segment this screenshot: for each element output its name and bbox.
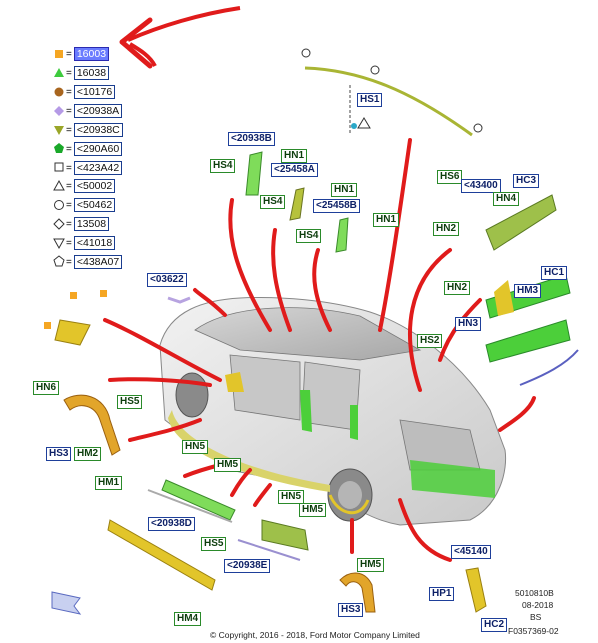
part-label-hn3: HN3 [455, 317, 482, 331]
part-label-hc2: HC2 [481, 618, 508, 632]
pentagon-outline-icon [53, 255, 65, 267]
legend-code: <423A42 [73, 161, 123, 175]
part-label-hc1: HC1 [541, 266, 568, 280]
part-label-hs3: HS3 [46, 447, 72, 461]
part-label-hn1: HN1 [331, 183, 358, 197]
legend-code: <50002 [73, 179, 116, 193]
part-label-20938d: <20938D [148, 517, 195, 531]
part-label-hs4: HS4 [260, 195, 286, 209]
diamond-outline-icon [53, 218, 65, 230]
part-label-hc3: HC3 [513, 174, 540, 188]
front-left-parts [44, 290, 309, 591]
legend-item: =<50002 [52, 179, 116, 193]
diagram-date: 08-2018 [522, 600, 554, 610]
part-label-hm4: HM4 [174, 612, 202, 626]
triangle-outline-icon [53, 179, 65, 191]
part-label-hs6: HS6 [437, 170, 463, 184]
part-label-hm3: HM3 [514, 284, 542, 298]
legend-item: =16003 [52, 47, 110, 61]
part-label-hn5: HN5 [182, 440, 209, 454]
legend-item: =13508 [52, 217, 110, 231]
legend-code: 16003 [73, 47, 110, 61]
part-label-hn4: HN4 [493, 192, 520, 206]
part-label-hm5: HM5 [214, 458, 242, 472]
part-label-hp1: HP1 [429, 587, 455, 601]
part-label-hn6: HN6 [33, 381, 60, 395]
legend-item: =16038 [52, 66, 110, 80]
diamond-icon [54, 106, 64, 116]
part-label-hm5: HM5 [299, 503, 327, 517]
diagram-code: 5010810B [515, 588, 554, 598]
square-icon [55, 50, 63, 58]
legend-symbols [53, 50, 65, 267]
rear-bottom-parts [51, 567, 487, 615]
part-label-hs5: HS5 [117, 395, 143, 409]
part-label-hn5: HN5 [278, 490, 305, 504]
legend-item: =<50462 [52, 198, 116, 212]
legend-item: =<290A60 [52, 142, 123, 156]
part-label-hs4: HS4 [296, 229, 322, 243]
triangle-down-outline-icon [53, 238, 65, 250]
pentagon-icon [54, 143, 64, 153]
part-label-20938b: <20938B [228, 132, 275, 146]
legend-item: =<423A42 [52, 161, 123, 175]
roof-rail-part [301, 48, 483, 137]
part-label-hm2: HM2 [74, 447, 102, 461]
part-label-45140: <45140 [451, 545, 491, 559]
part-label-hn2: HN2 [433, 222, 460, 236]
legend-item: =<438A07 [52, 255, 123, 269]
triangle-down-icon [54, 126, 64, 135]
part-label-43400: <43400 [461, 179, 501, 193]
pointer-arrow-icon [119, 6, 241, 69]
part-label-hm5: HM5 [357, 558, 385, 572]
legend-code: 13508 [73, 217, 110, 231]
part-label-20938e: <20938E [224, 559, 271, 573]
legend-code: <20938A [73, 104, 123, 118]
legend-code: <438A07 [73, 255, 123, 269]
part-label-hn1: HN1 [373, 213, 400, 227]
circle-icon [54, 87, 64, 97]
legend-item: =<10176 [52, 85, 116, 99]
callout-arrows [103, 138, 536, 562]
part-label-hn2: HN2 [444, 281, 471, 295]
legend-code: <10176 [73, 85, 116, 99]
circle-outline-icon [54, 200, 64, 210]
legend-item: =<20938C [52, 123, 123, 137]
part-label-hs5: HS5 [201, 537, 227, 551]
part-label-hs3: HS3 [338, 603, 364, 617]
part-label-hs4: HS4 [210, 159, 236, 173]
part-label-25458b: <25458B [313, 199, 360, 213]
legend-item: =<20938A [52, 104, 123, 118]
legend-item: =<41018 [52, 236, 116, 250]
legend-code: <20938C [73, 123, 123, 137]
legend-code: <290A60 [73, 142, 123, 156]
diagram-ref: F0357369-02 [508, 626, 559, 636]
square-outline-icon [54, 162, 64, 172]
triangle-icon [54, 68, 64, 77]
legend-code: <41018 [73, 236, 116, 250]
part-label-hn1: HN1 [281, 149, 308, 163]
legend-code: <50462 [73, 198, 116, 212]
part-label-03622: <03622 [147, 273, 187, 287]
part-label-25458a: <25458A [271, 163, 318, 177]
legend-code: 16038 [73, 66, 110, 80]
pillar-trim-parts [245, 151, 349, 253]
copyright-text: © Copyright, 2016 - 2018, Ford Motor Com… [210, 630, 420, 640]
part-label-hm1: HM1 [95, 476, 123, 490]
part-label-hs1: HS1 [357, 93, 383, 107]
diagram-bs: BS [530, 612, 542, 622]
part-label-hs2: HS2 [417, 334, 443, 348]
